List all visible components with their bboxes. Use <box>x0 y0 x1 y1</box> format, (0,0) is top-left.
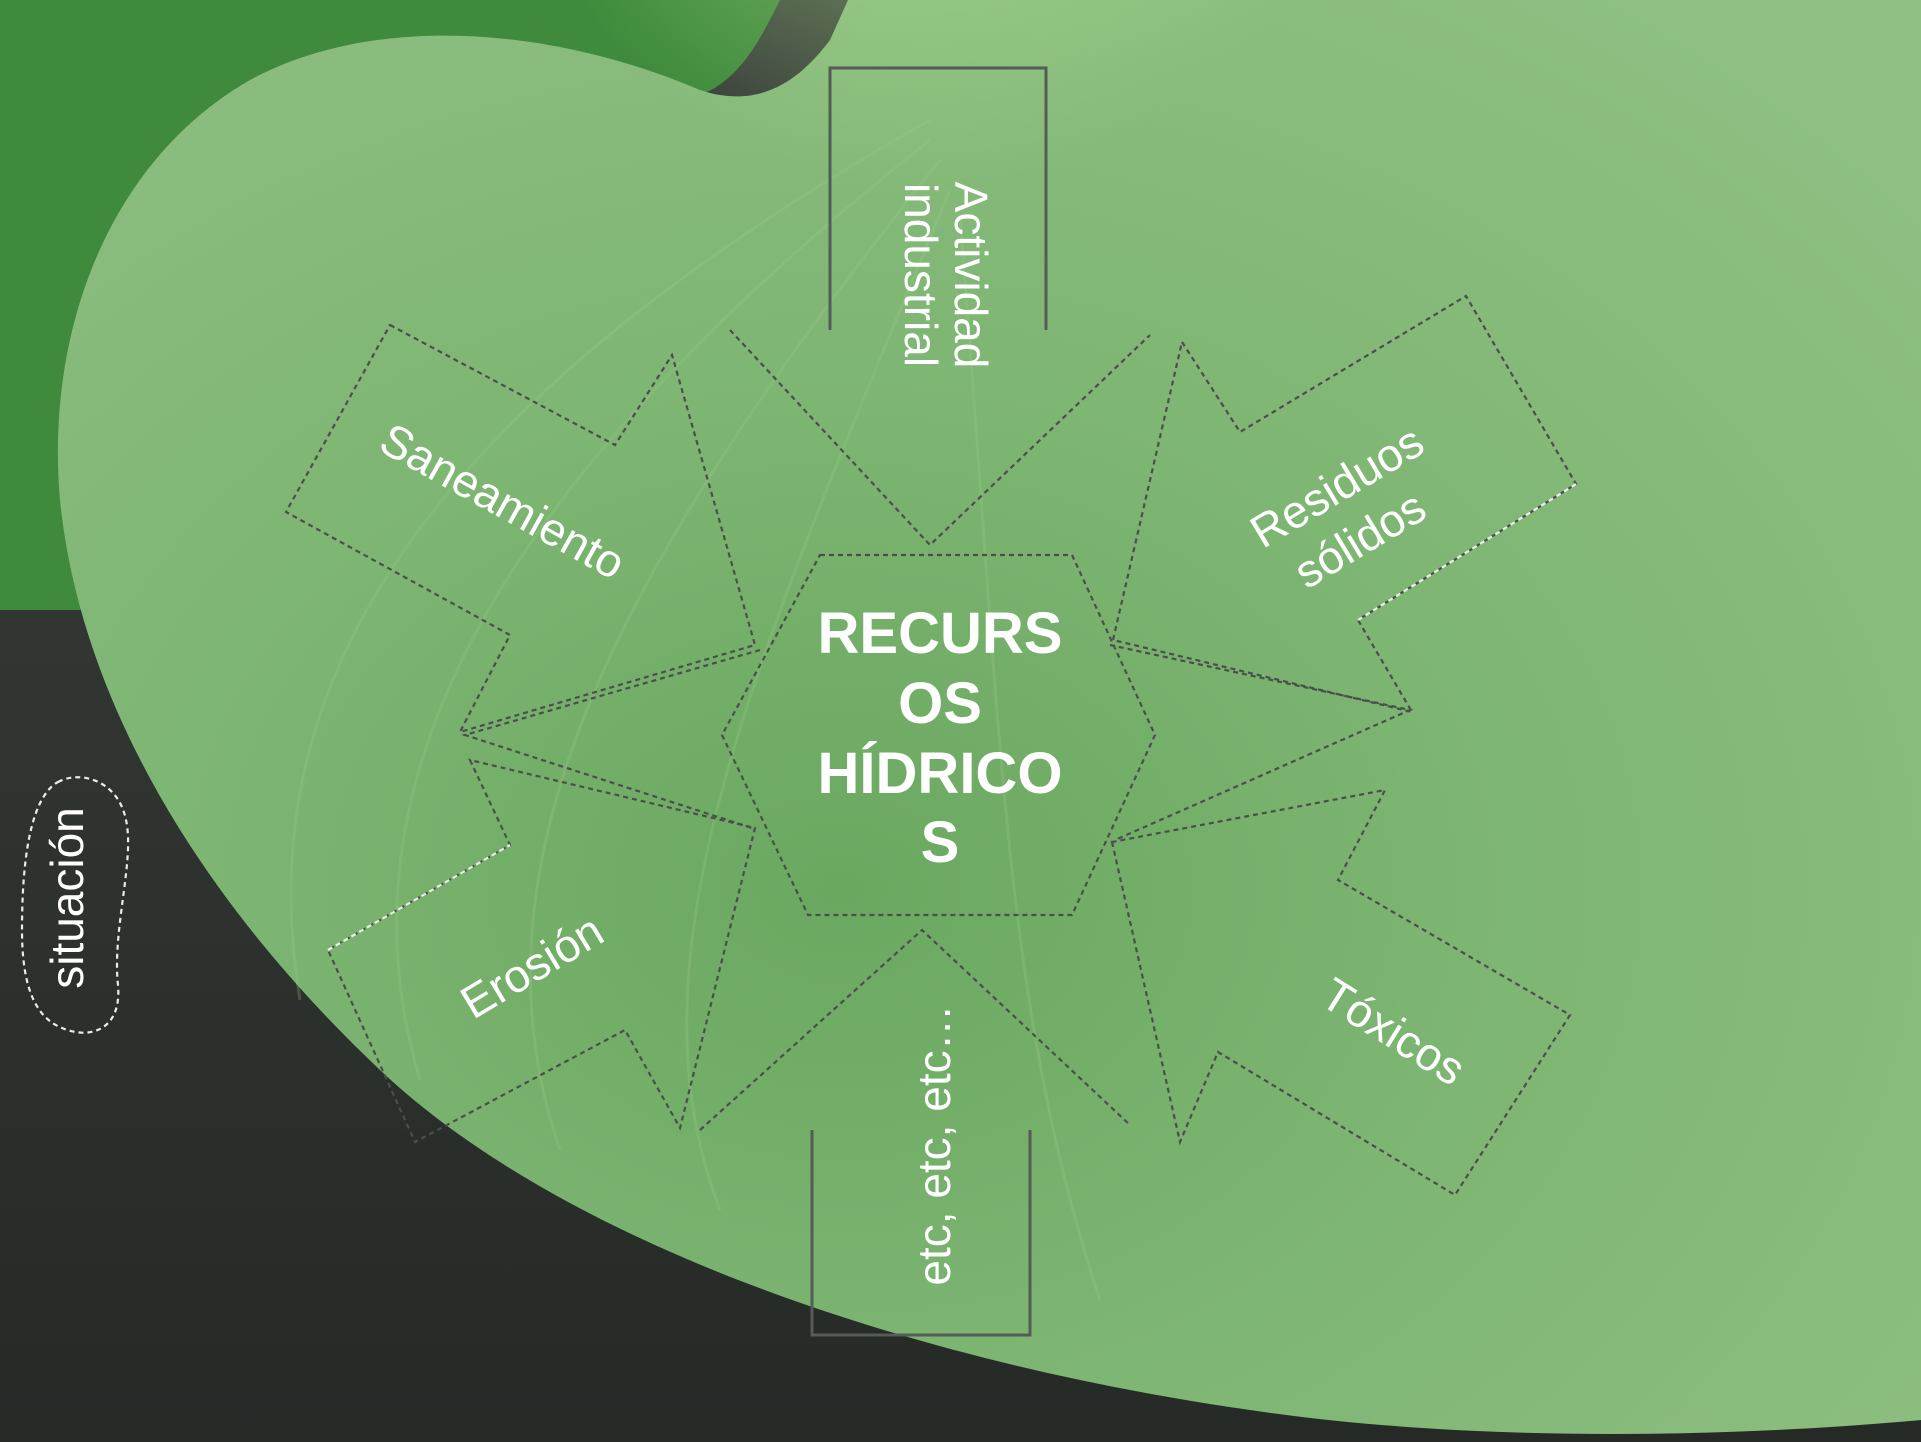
top-factor-label-line1: Actividad <box>945 182 997 369</box>
center-label-line4: S <box>921 810 960 875</box>
center-label-line3: HÍDRICO <box>818 741 1063 806</box>
center-label-line1: RECURS <box>818 601 1063 666</box>
side-label: situación <box>41 807 93 989</box>
bottom-factor-label: etc, etc, etc… <box>908 1004 960 1285</box>
center-label-line2: OS <box>898 671 982 736</box>
top-factor-label-line2: industrial <box>895 183 947 367</box>
